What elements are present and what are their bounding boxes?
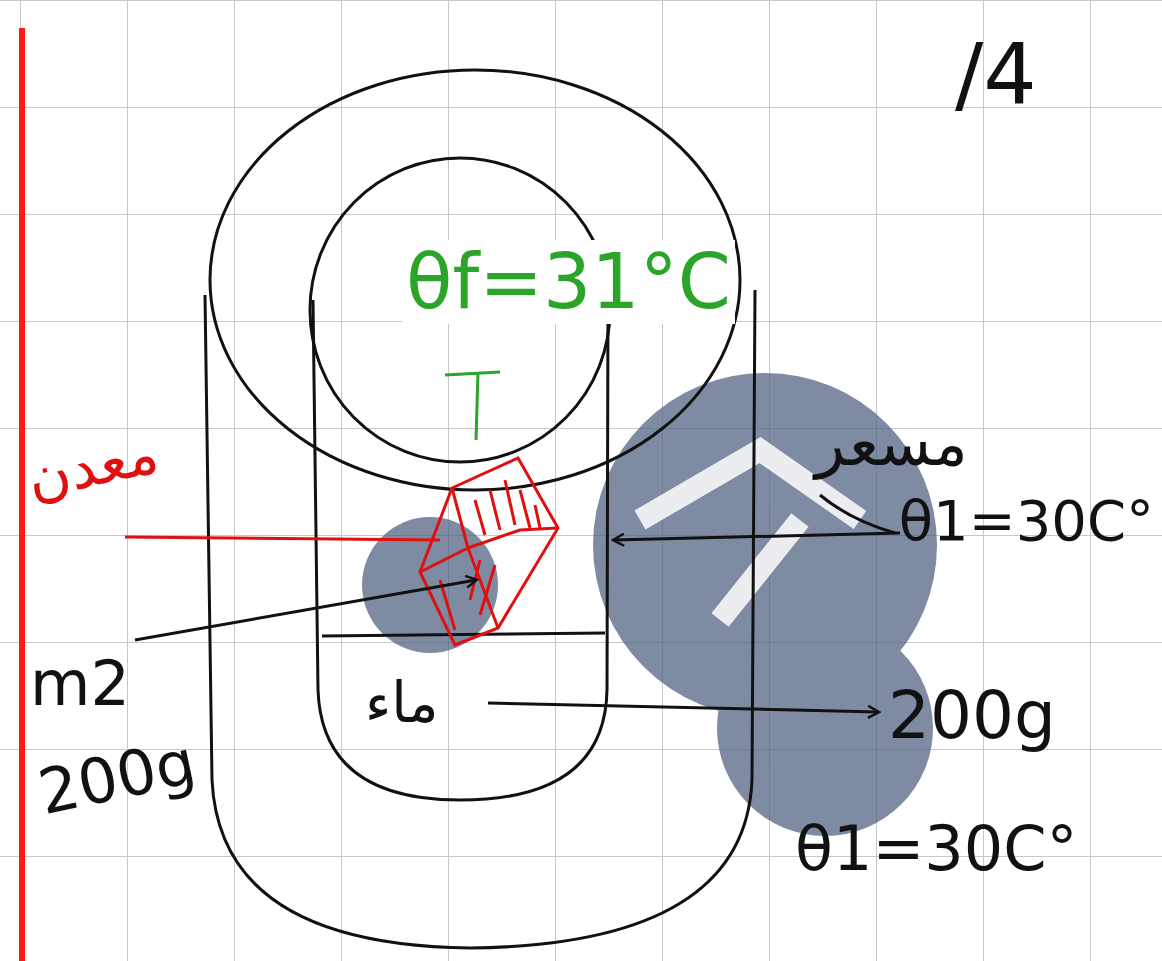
final-temperature: θf=31°C: [402, 240, 735, 324]
leader-line: [125, 537, 440, 540]
leader-line: [820, 495, 895, 533]
outer-vessel: [205, 70, 755, 948]
leader-arrow: [614, 533, 900, 540]
mass-value: 200g: [33, 728, 201, 827]
leader-arrow: [488, 703, 878, 712]
metal-label: معدن: [21, 421, 163, 511]
mass-value: 200g: [888, 680, 1056, 753]
mass-symbol: m2: [30, 650, 130, 718]
margin-line: [19, 28, 25, 961]
calorimeter-label: مسعر: [815, 410, 968, 478]
metal-cube: [420, 458, 558, 645]
water-label: ماء: [365, 672, 438, 734]
initial-temperature: θ1=30C°: [899, 490, 1154, 552]
initial-temperature: θ1=30C°: [795, 815, 1078, 883]
green-mark: [445, 372, 500, 440]
page-number: /4: [955, 28, 1037, 120]
leader-arrow: [135, 580, 476, 640]
